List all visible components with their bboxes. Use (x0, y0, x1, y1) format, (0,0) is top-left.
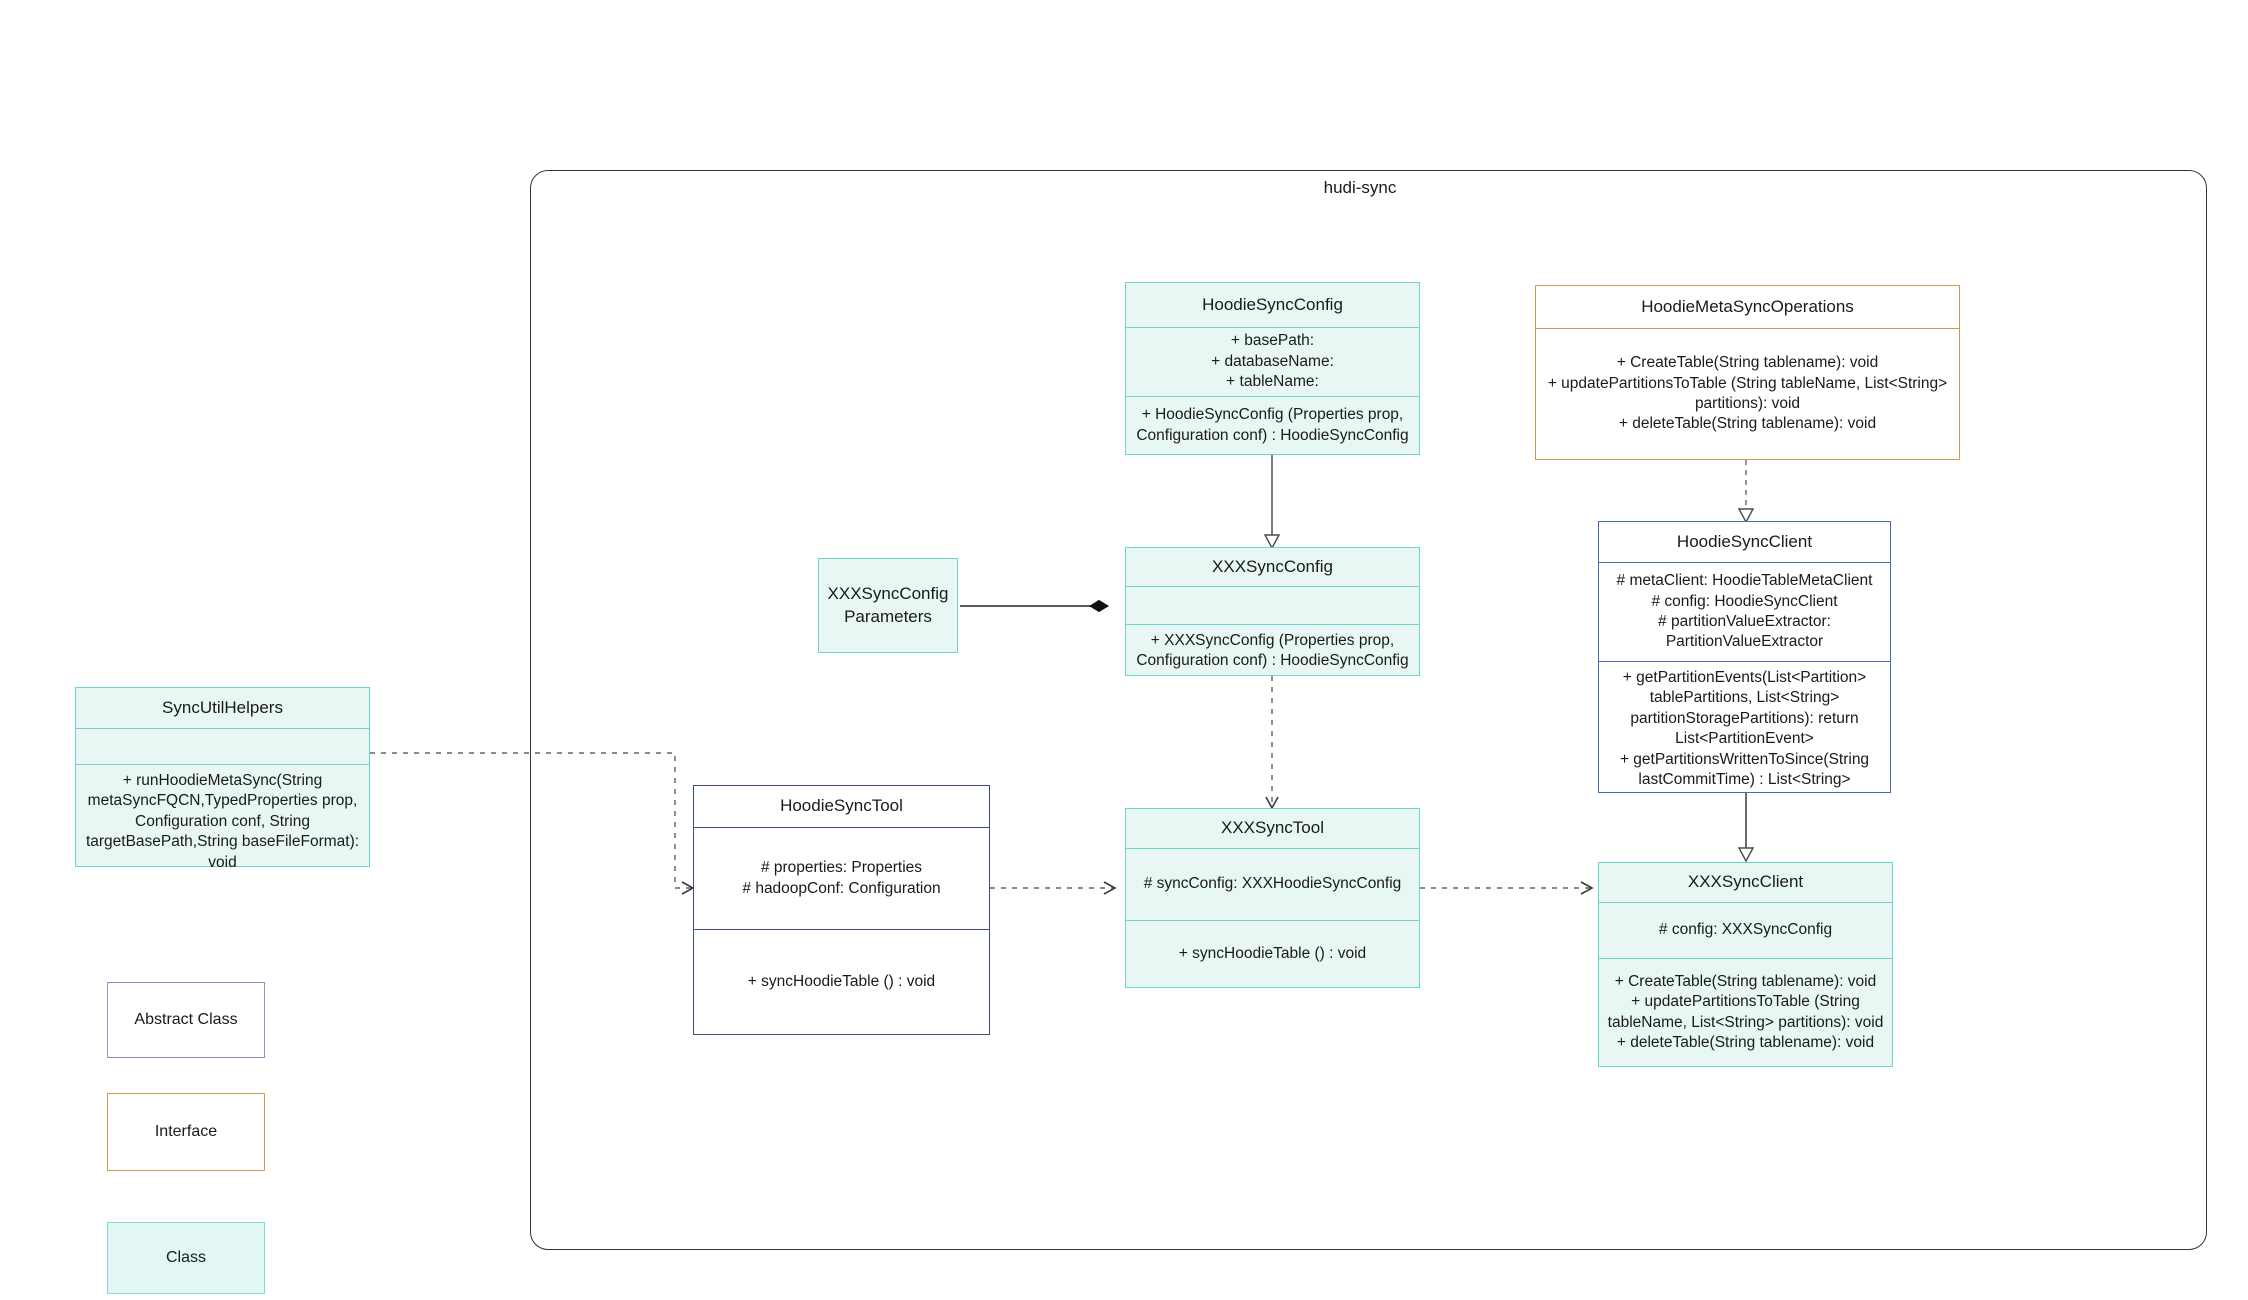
class-operations-xxx-sync-tool: + syncHoodieTable () : void (1126, 920, 1419, 987)
class-operations-xxx-sync-client: + CreateTable(String tablename): void + … (1599, 958, 1892, 1066)
class-name-xxx-sync-client: XXXSyncClient (1687, 872, 1804, 892)
legend-label-interface: Interface (154, 1123, 218, 1140)
class-box-hoodie-sync-tool[interactable]: HoodieSyncTool # properties: Properties … (693, 785, 990, 1035)
class-operations-hoodie-sync-tool: + syncHoodieTable () : void (694, 929, 989, 1034)
package-title: hudi-sync (1323, 178, 1397, 197)
class-attributes-hoodie-sync-config: + basePath: + databaseName: + tableName: (1126, 327, 1419, 396)
class-name-hoodie-sync-tool: HoodieSyncTool (780, 796, 903, 816)
class-operations-sync-util-helpers: + runHoodieMetaSync(String metaSyncFQCN,… (76, 764, 369, 879)
class-attributes-hoodie-sync-client: # metaClient: HoodieTableMetaClient # co… (1599, 562, 1890, 661)
legend-item-abstract-class: Abstract Class (107, 982, 265, 1058)
class-attributes-sync-util-helpers (76, 728, 369, 764)
class-name-xxx-sync-config: XXXSyncConfig (1212, 556, 1333, 576)
legend-item-interface: Interface (107, 1093, 265, 1171)
class-box-xxx-sync-client[interactable]: XXXSyncClient # config: XXXSyncConfig + … (1598, 862, 1893, 1067)
class-attributes-xxx-sync-config (1126, 586, 1419, 624)
class-operations-hoodie-sync-config: + HoodieSyncConfig (Properties prop, Con… (1126, 396, 1419, 454)
class-box-hoodie-sync-client[interactable]: HoodieSyncClient # metaClient: HoodieTab… (1598, 521, 1891, 793)
class-name-xxx-sync-config-parameters: XXXSyncConfigParameters (827, 584, 949, 626)
class-name-sync-util-helpers: SyncUtilHelpers (162, 697, 283, 717)
class-box-sync-util-helpers[interactable]: SyncUtilHelpers + runHoodieMetaSync(Stri… (75, 687, 370, 871)
package-container-hudi-sync (530, 170, 2207, 1250)
class-box-hoodie-sync-config[interactable]: HoodieSyncConfig + basePath: + databaseN… (1125, 282, 1420, 455)
legend-label-class: Class (165, 1249, 206, 1266)
class-box-xxx-sync-config[interactable]: XXXSyncConfig + XXXSyncConfig (Propertie… (1125, 547, 1420, 676)
class-name-xxx-sync-tool: XXXSyncTool (1221, 818, 1324, 838)
class-box-xxx-sync-config-parameters[interactable]: XXXSyncConfigParameters (818, 558, 958, 653)
legend-label-abstract-class: Abstract Class (134, 1011, 238, 1028)
class-attributes-xxx-sync-tool: # syncConfig: XXXHoodieSyncConfig (1126, 848, 1419, 920)
class-name-hoodie-sync-config: HoodieSyncConfig (1202, 294, 1343, 314)
class-name-hoodie-meta-sync-operations: HoodieMetaSyncOperations (1641, 296, 1854, 316)
class-operations-hoodie-meta-sync-operations: + CreateTable(String tablename): void + … (1536, 328, 1959, 459)
class-operations-xxx-sync-config: + XXXSyncConfig (Properties prop, Config… (1126, 624, 1419, 678)
class-box-xxx-sync-tool[interactable]: XXXSyncTool # syncConfig: XXXHoodieSyncC… (1125, 808, 1420, 988)
class-name-hoodie-sync-client: HoodieSyncClient (1676, 531, 1813, 551)
class-box-hoodie-meta-sync-operations[interactable]: HoodieMetaSyncOperations + CreateTable(S… (1535, 285, 1960, 460)
class-attributes-hoodie-sync-tool: # properties: Properties # hadoopConf: C… (694, 827, 989, 929)
legend-item-class: Class (107, 1222, 265, 1294)
class-attributes-xxx-sync-client: # config: XXXSyncConfig (1599, 902, 1892, 958)
class-operations-hoodie-sync-client: + getPartitionEvents(List<Partition> tab… (1599, 661, 1890, 797)
